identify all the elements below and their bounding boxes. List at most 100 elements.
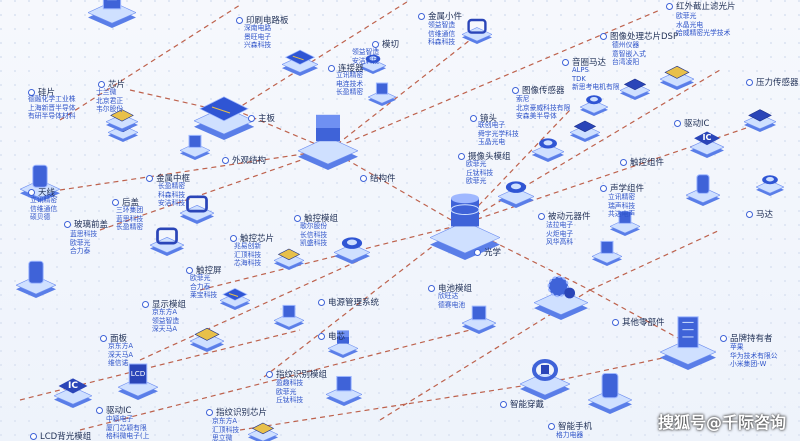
image-sensor-label: 图像传感器 — [512, 84, 565, 96]
node-dot-icon — [28, 189, 35, 196]
company-name: 蓝思科技 — [70, 230, 98, 238]
node-label-text: 电芯 — [328, 332, 346, 342]
node-label-text: 后盖 — [122, 198, 140, 208]
brand-holder-label: 品牌持有者 — [720, 332, 773, 344]
node-dot-icon — [186, 267, 193, 274]
node-label-text: 结构件 — [370, 174, 396, 184]
node-label-text: 镜头 — [480, 114, 498, 124]
drive-ic-bottom-label: 驱动IC — [96, 404, 131, 416]
node-dot-icon — [360, 175, 367, 182]
node-label-text: 指纹识别芯片 — [216, 408, 268, 418]
touch-screen-companies: 欧菲光合力泰莱宝科技 — [190, 274, 217, 300]
company-name: 领益智造 — [152, 316, 180, 325]
company-name: 北京豪威科技有限 — [516, 103, 571, 112]
company-name: 科森科技 — [158, 190, 186, 199]
isp-companies: 德州仪器意智嵌入式台湾凌阳 — [612, 41, 646, 67]
node-dot-icon — [674, 120, 681, 127]
company-name: 火炬电子 — [546, 229, 574, 238]
node-label-text: LCD背光模组 — [40, 432, 92, 441]
company-name: 合力泰 — [70, 247, 91, 256]
company-name: TDK — [572, 74, 586, 83]
company-name: ALPS — [572, 66, 589, 74]
node-label-text: 显示模组 — [152, 300, 187, 310]
company-name: 共达电声 — [608, 210, 636, 219]
node-dot-icon — [236, 17, 243, 24]
drive-ic-bottom-icon: IC — [53, 370, 93, 412]
company-name: 长信科技 — [300, 230, 328, 239]
node-label-text: 模切 — [382, 40, 400, 50]
company-name: 信维通信 — [30, 204, 58, 213]
node-dot-icon — [100, 335, 107, 342]
company-name: 立讯精密 — [336, 71, 364, 79]
company-name: 有研半导体材料 — [28, 112, 76, 121]
optics-icon — [429, 190, 501, 264]
node-dot-icon — [248, 115, 255, 122]
glass-cover-companies: 蓝思科技欧菲光合力泰 — [70, 230, 97, 256]
company-name: 韦尔股份 — [96, 105, 124, 114]
battery-module-companies: 欣旺达德赛电池 — [438, 292, 465, 309]
pcb-label: 印刷电路板 — [236, 14, 289, 26]
cut-icon — [359, 48, 387, 78]
touch-assembly-icon — [685, 172, 721, 210]
svg-text:LCD: LCD — [131, 369, 146, 378]
company-name: 厦门芯颖有限 — [106, 423, 147, 432]
pmu-icon — [273, 300, 305, 334]
isp-icon — [619, 70, 651, 104]
structure-icon — [297, 110, 359, 174]
company-name: 德州仪器 — [612, 41, 640, 49]
fp-module-icon — [325, 370, 363, 410]
company-name: 索尼 — [516, 95, 530, 103]
node-dot-icon — [266, 371, 273, 378]
company-name: 欧菲光 — [466, 160, 487, 168]
vcm-icon — [579, 88, 609, 120]
node-dot-icon — [328, 65, 335, 72]
glass-cover-icon — [15, 258, 57, 302]
pcb-icon — [281, 40, 319, 80]
node-dot-icon — [612, 319, 619, 326]
wearable-label: 智能穿戴 — [500, 398, 544, 410]
node-dot-icon — [142, 301, 149, 308]
node-dot-icon — [96, 407, 103, 414]
company-name: 盈趣科技 — [276, 379, 304, 387]
node-label-text: 金属小件 — [428, 12, 463, 22]
touch-screen-icon — [219, 280, 251, 314]
node-label-text: 智能手机 — [558, 422, 593, 432]
node-dot-icon — [474, 249, 481, 256]
company-name: 汇顶科技 — [234, 250, 262, 259]
pressure-sensor-icon — [743, 100, 777, 136]
svg-text:IC: IC — [702, 132, 711, 142]
cut-label: 模切 — [372, 38, 399, 50]
appearance-label: 外观结构 — [222, 154, 266, 166]
back-cover-icon — [149, 222, 185, 260]
wearable-icon — [519, 350, 571, 404]
node-dot-icon — [230, 235, 237, 242]
node-dot-icon — [600, 33, 607, 40]
brand-holder-icon — [659, 314, 717, 374]
company-name: 风华高科 — [546, 238, 574, 247]
antenna-label: 天线 — [28, 186, 55, 198]
node-label-text: 触控组件 — [630, 158, 665, 168]
company-name: 格力电器 — [556, 431, 584, 439]
camera-module-companies: 欧菲光丘钛科技欧菲光 — [466, 160, 493, 186]
ir-filter-icon — [659, 56, 695, 94]
node-label-text: 摄像头模组 — [468, 152, 511, 162]
company-name: 舜宇光学科技 — [478, 129, 519, 138]
node-label-text: 其他零部件 — [622, 318, 665, 328]
optics-label: 光学 — [474, 246, 501, 258]
company-name: 维信诺 — [108, 359, 129, 368]
chip-label: 芯片 — [98, 78, 125, 90]
node-dot-icon — [746, 211, 753, 218]
image-sensor-companies: 索尼北京豪威科技有限安森美半导体 — [516, 95, 570, 121]
company-name: 安洁科技 — [352, 56, 380, 65]
camera-module-icon — [497, 172, 535, 212]
node-dot-icon — [28, 89, 35, 96]
node-label-text: 智能穿戴 — [510, 400, 545, 410]
other-parts-label: 其他零部件 — [612, 316, 665, 328]
touch-module-icon — [333, 228, 371, 268]
ir-filter-label: 红外截止滤光片 — [666, 0, 736, 12]
node-dot-icon — [500, 401, 507, 408]
node-label-text: 电源管理系统 — [328, 298, 380, 308]
node-label-text: 印刷电路板 — [246, 16, 289, 26]
